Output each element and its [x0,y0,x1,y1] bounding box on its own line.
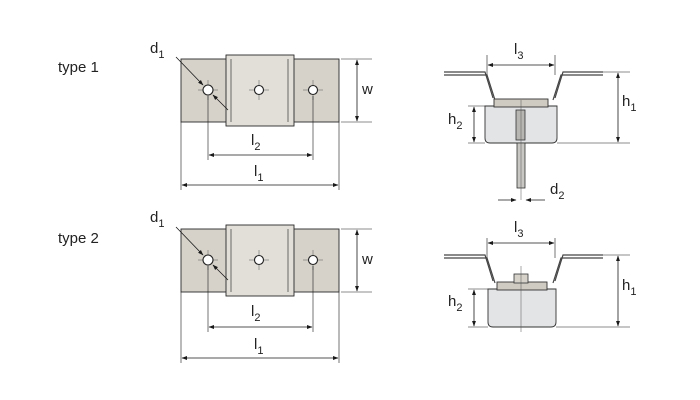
h2-label: h2 [448,293,462,314]
type-1-label: type 1 [58,59,99,76]
d1-label: d1 [150,40,164,61]
l1-label: l1 [254,336,263,357]
type-2-label: type 2 [58,230,99,247]
hole-center [249,250,269,270]
housing-body [487,288,557,328]
type-1-side-view: l3 h1 h2 d2 [444,41,636,202]
w-label: w [361,81,373,98]
h1-label: h1 [622,277,636,298]
hole-left [198,80,218,100]
h1-label: h1 [622,93,636,114]
hole-center [249,80,269,100]
l1-label: l1 [254,163,263,184]
h2-label: h2 [448,111,462,132]
l2-label: l2 [251,303,260,324]
d1-label: d1 [150,209,164,230]
stud [515,109,526,141]
type-1-top-view: d1 w l2 l1 [150,40,373,190]
l3-label: l3 [514,41,523,62]
type-2-side-view: l3 h1 h2 [444,219,636,332]
l2-label: l2 [251,132,260,153]
type-2-top-view: d1 w l2 l1 [150,209,373,363]
hole-right [303,80,323,100]
l3-label: l3 [514,219,523,240]
d2-label: d2 [550,181,564,202]
w-label: w [361,251,373,268]
hole-left [198,250,218,270]
